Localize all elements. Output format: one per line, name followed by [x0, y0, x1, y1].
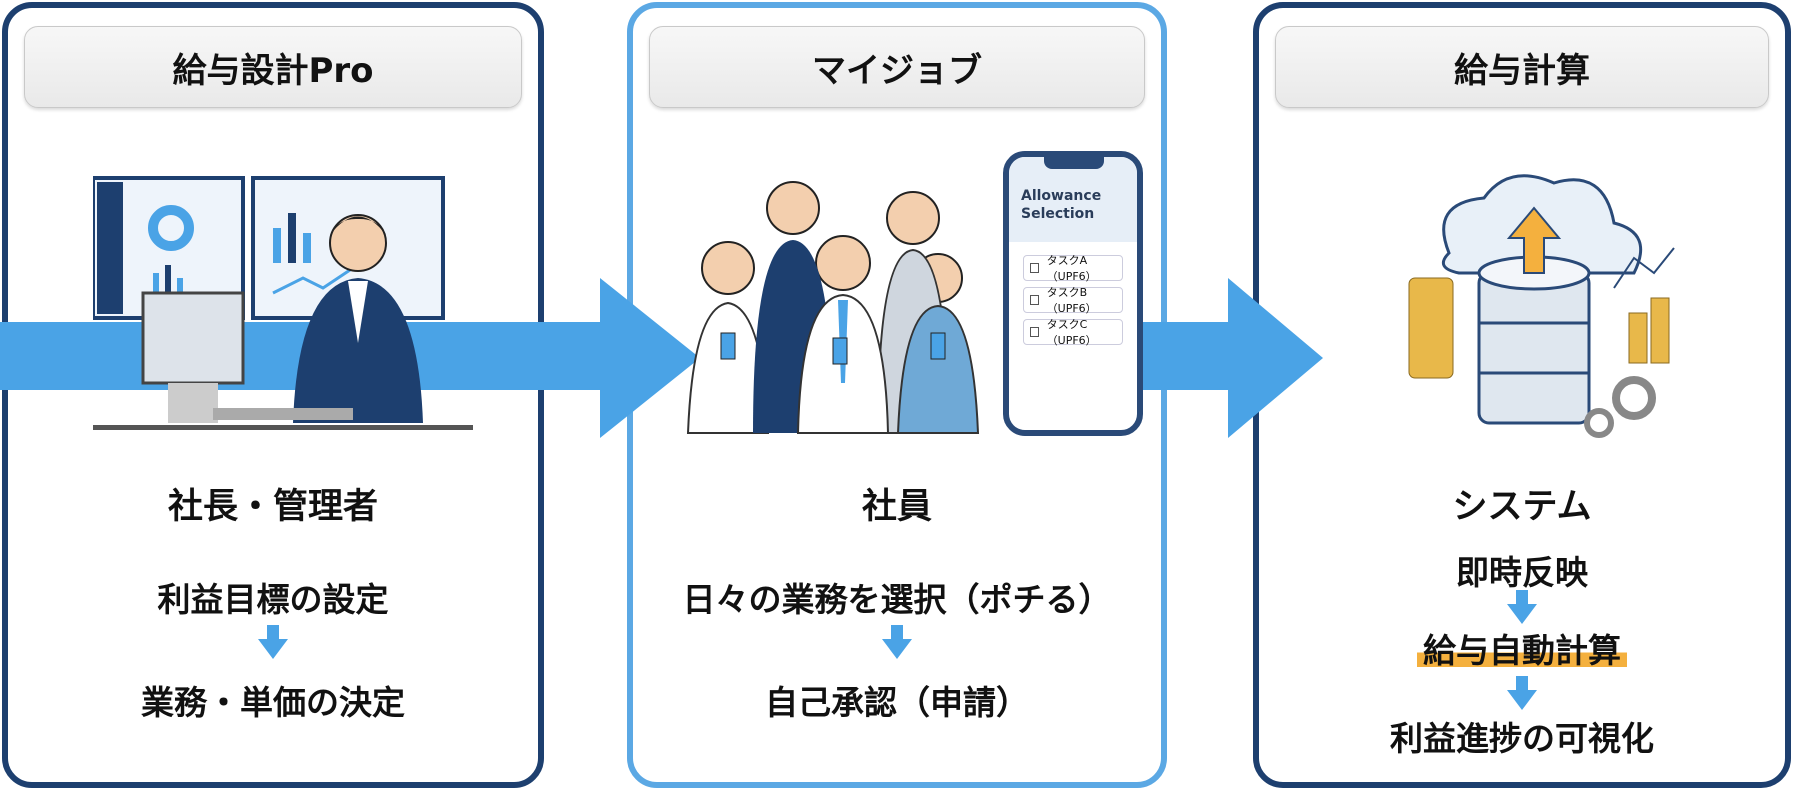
step-1: 日々の業務を選択（ポチる）: [682, 580, 1112, 619]
cloud-database-illustration: [1408, 174, 1675, 438]
step-2: 給与自動計算: [1259, 624, 1785, 672]
flow-arrow-2: [1228, 278, 1323, 438]
step-2: 業務・単価の決定: [141, 683, 405, 722]
step-1: 即時反映: [1456, 553, 1588, 592]
role-label: 社長・管理者: [167, 487, 378, 527]
option-label: タスクA（UPF6）: [1046, 254, 1097, 283]
down-arrow-icon: [882, 625, 912, 659]
panel-header: 給与計算: [1275, 26, 1769, 108]
step-1: 利益目標の設定: [157, 580, 389, 619]
manager-at-computer-illustration: [93, 176, 473, 430]
option-label: タスクB（UPF6）: [1046, 286, 1097, 315]
option-label: タスクC（UPF6）: [1046, 318, 1097, 347]
panel-header: 給与設計Pro: [24, 26, 522, 108]
allowance-option[interactable]: タスクC（UPF6）: [1023, 318, 1123, 347]
checkbox-icon[interactable]: [1030, 295, 1039, 305]
down-arrow-icon: [1507, 676, 1537, 710]
role-label: 社員: [861, 487, 932, 527]
down-arrow-icon: [1507, 590, 1537, 624]
down-arrow-icon: [258, 625, 288, 659]
phone-title: Selection: [1021, 206, 1095, 222]
step-3: 利益進捗の可視化: [1390, 719, 1654, 758]
allowance-option[interactable]: タスクA（UPF6）: [1023, 254, 1123, 283]
panel-myjob: マイジョブ Allowance Selection タスクA（UPF6） タスク…: [627, 2, 1167, 788]
checkbox-icon[interactable]: [1030, 327, 1039, 337]
flow-band-2: [1130, 322, 1240, 390]
step-2: 自己承認（申請）: [765, 683, 1029, 722]
panel-payroll: 給与計算 システム 即時反映 給与自動計算 利益進捗の可視化: [1253, 2, 1791, 788]
panel-salary-design: 給与設計Pro 社長・管理者 利益目標の設定 業務・単価の決定: [2, 2, 544, 788]
phone-title: Allowance: [1021, 188, 1102, 204]
checkbox-icon[interactable]: [1030, 263, 1039, 273]
employees-illustration: [686, 181, 980, 434]
panel-header: マイジョブ: [649, 26, 1145, 108]
highlighted-step: 給与自動計算: [1417, 631, 1627, 670]
smartphone-allowance-selection: Allowance Selection タスクA（UPF6） タスクB（UPF6…: [1003, 151, 1143, 436]
allowance-option[interactable]: タスクB（UPF6）: [1023, 286, 1123, 315]
flow-arrow-1: [600, 278, 700, 438]
role-label: システム: [1452, 487, 1592, 527]
